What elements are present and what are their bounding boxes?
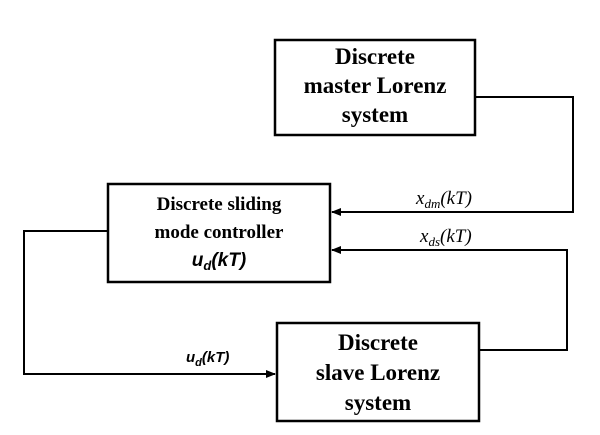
xds-base: x	[419, 226, 429, 247]
controller-output-arg: (kT)	[211, 250, 246, 271]
master-line-1: Discrete	[335, 44, 415, 69]
slave-to-controller-wire	[331, 246, 568, 351]
master-system-block: Discrete master Lorenz system	[273, 38, 477, 137]
xds-signal-label: xds(kT)	[419, 226, 472, 249]
slave-line-2: slave Lorenz	[316, 360, 440, 385]
master-line-3: system	[342, 102, 408, 127]
controller-line-1: Discrete sliding	[157, 194, 282, 215]
slave-line-1: Discrete	[338, 330, 418, 355]
controller-output-base: u	[192, 250, 204, 271]
master-line-2: master Lorenz	[304, 73, 447, 98]
ud-arg: (kT)	[202, 349, 230, 366]
xdm-arg: (kT)	[440, 188, 472, 209]
slave-line-3: system	[345, 390, 411, 415]
ud-base: u	[186, 349, 195, 366]
controller-to-slave-wire	[23, 230, 276, 378]
xdm-signal-label: xdm(kT)	[415, 188, 472, 211]
controller-line-2: mode controller	[155, 222, 284, 243]
slave-system-block: Discrete slave Lorenz system	[275, 321, 481, 423]
xdm-sub: dm	[424, 196, 440, 211]
ud-sub: d	[195, 357, 202, 369]
xds-sub: ds	[428, 234, 440, 249]
ud-signal-label: ud(kT)	[186, 349, 229, 369]
xdm-base: x	[415, 188, 425, 209]
controller-output-label: ud(kT)	[192, 250, 246, 273]
xds-arg: (kT)	[440, 226, 472, 247]
controller-block: Discrete sliding mode controller ud(kT)	[106, 182, 332, 284]
controller-output-sub: d	[203, 258, 212, 273]
master-to-controller-wire	[331, 96, 574, 216]
